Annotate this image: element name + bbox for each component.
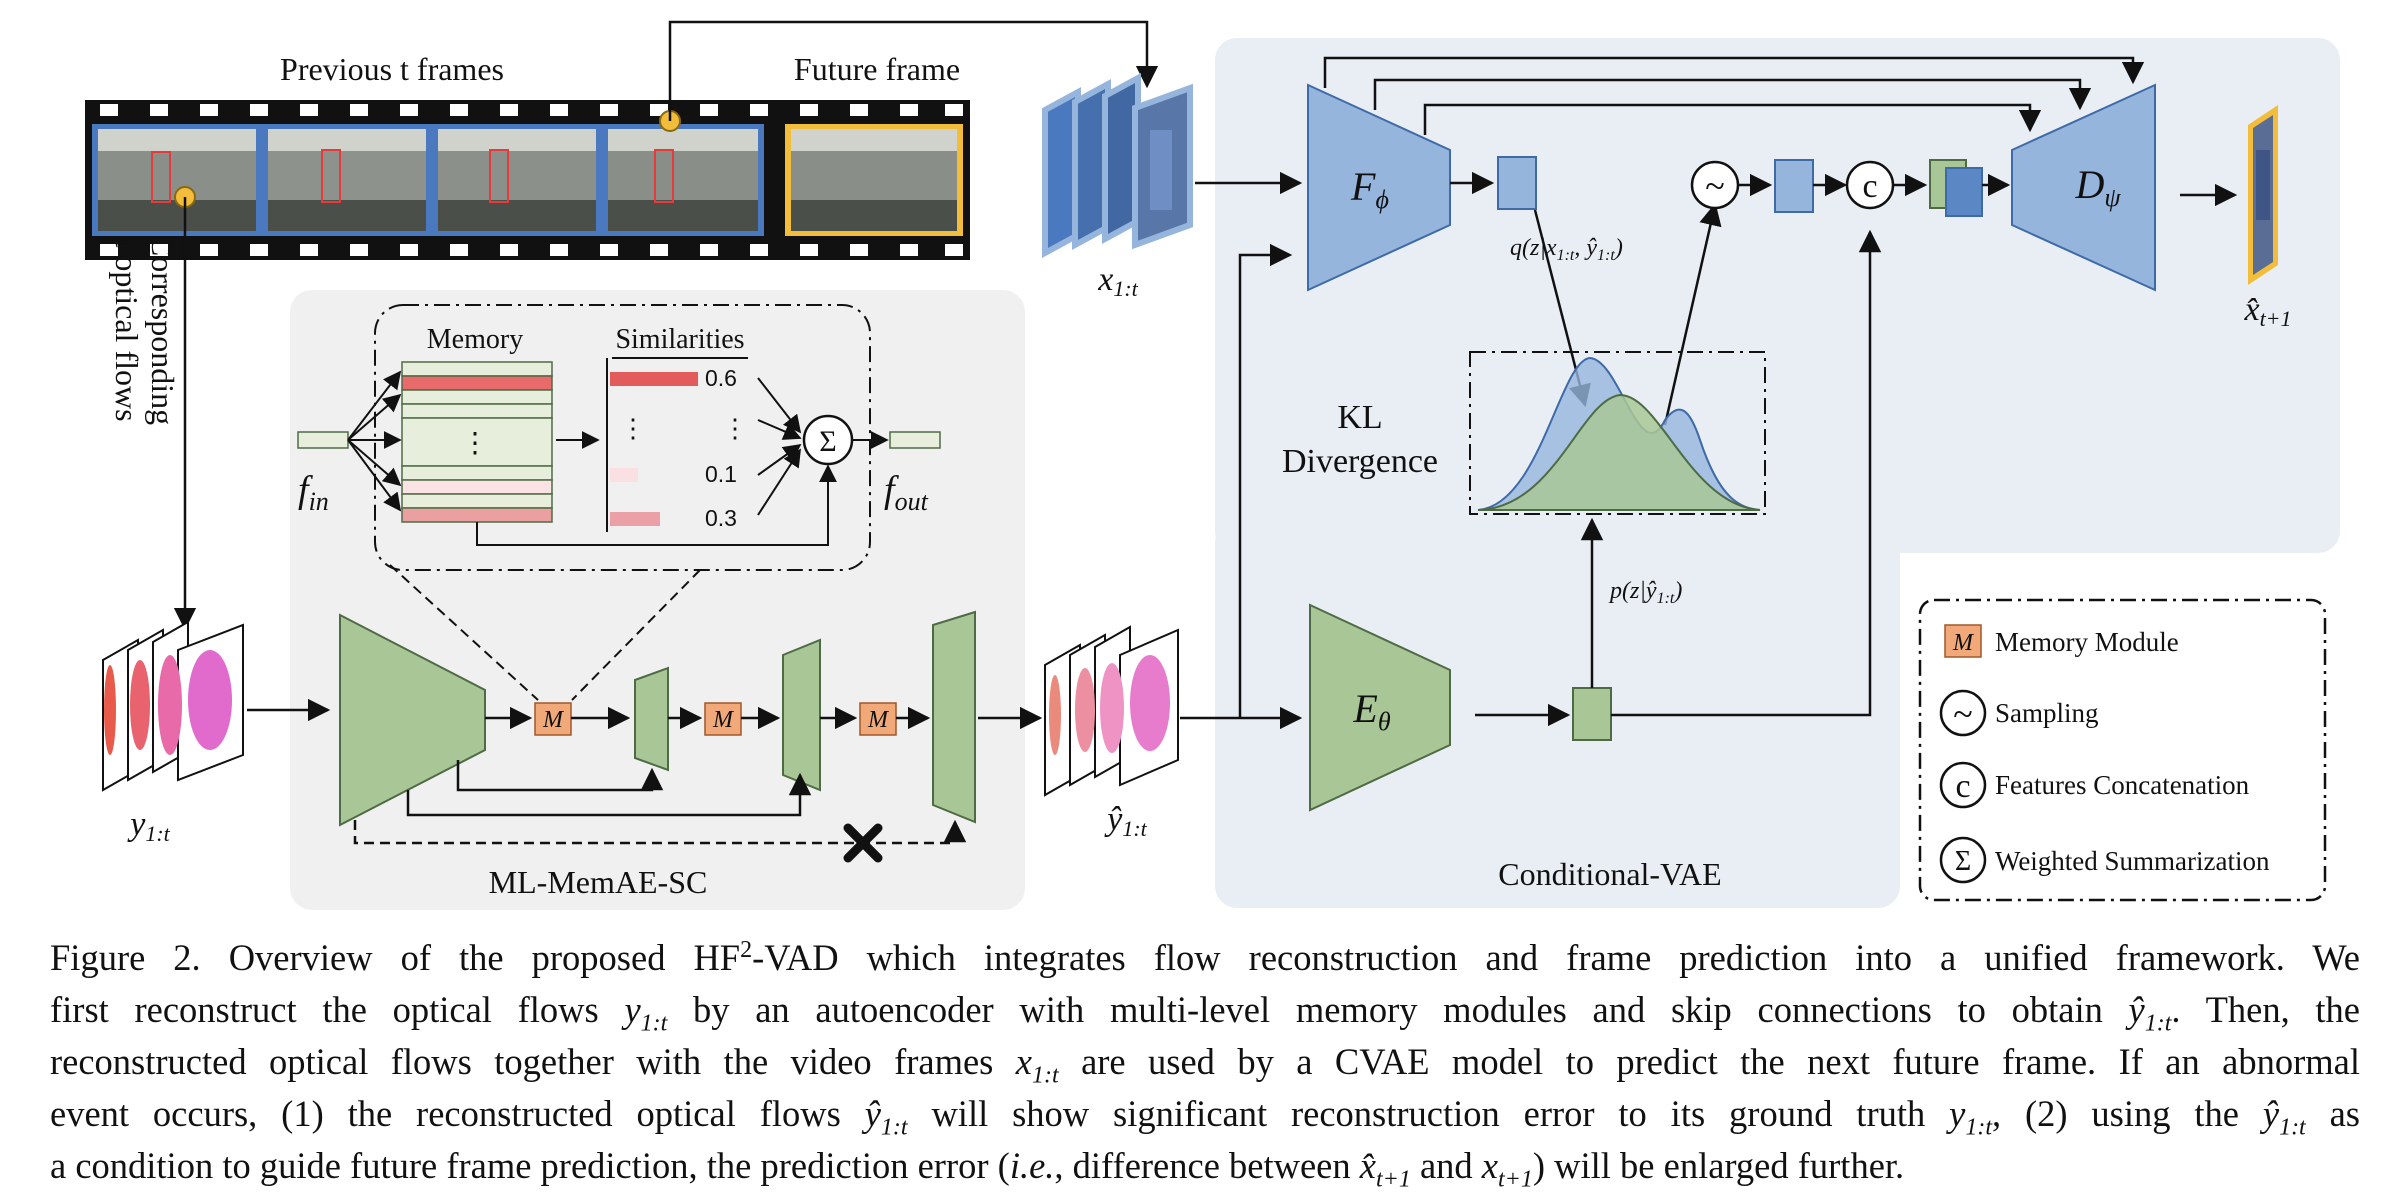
concat-symbol: c [1862, 168, 1877, 205]
legend-memory-label: Memory Module [1995, 627, 2179, 657]
frames-stack [1042, 72, 1193, 259]
output-label: x̂ [2243, 291, 2259, 328]
previous-frames [92, 124, 764, 236]
legend-sampling-swatch [1939, 689, 1987, 737]
memory-title: Memory [427, 324, 523, 355]
similarity-value: 0.3 [705, 505, 737, 531]
concat-feature-blue [1945, 167, 1983, 217]
encoder-e-block [1309, 603, 1451, 812]
latent-q-block [1497, 156, 1537, 210]
legend-concat-label: Features Concatenation [1995, 770, 2250, 800]
encoder-f-sub: ϕ [1375, 185, 1388, 214]
film-strip [85, 100, 970, 260]
svg-text:Dψ: Dψ [2074, 162, 2121, 212]
svg-text:x1:t: x1:t [1097, 261, 1138, 301]
y-sub: 1:t [145, 821, 170, 846]
side-label-line1: Corresponding [145, 235, 181, 425]
similarity-value: ⋮ [722, 414, 748, 443]
memory-detail-box [374, 304, 871, 571]
encoder-f-block [1307, 83, 1451, 292]
decoder-d-label: D [2074, 162, 2104, 207]
side-label-line2: t optical flows [109, 238, 145, 421]
similarity-dots: ⋮ [620, 414, 646, 443]
similarity-bars [610, 372, 698, 526]
memae-panel-title: ML-MemAE-SC [489, 864, 708, 900]
decoder-d-block [2011, 83, 2156, 292]
similarity-value: 0.1 [705, 461, 737, 487]
decoder-d-sub: ψ [2104, 183, 2121, 212]
figure-caption: Figure 2. Overview of the proposed HF2-V… [50, 936, 2361, 1193]
legend-concat-swatch [1939, 761, 1987, 809]
legend-sum-symbol: Σ [1955, 846, 1971, 877]
yhat-sub: 1:t [1122, 816, 1147, 841]
kl-box [1469, 351, 1766, 515]
flow-decoder-block [782, 638, 821, 792]
legend-memory-symbol: M [1952, 630, 1975, 656]
yhat-label: ŷ [1104, 801, 1123, 838]
previous-frames-label: Previous t frames [280, 51, 504, 87]
legend-concat-symbol: c [1955, 768, 1970, 805]
weighted-sum-node [802, 414, 854, 466]
f-in-feature [297, 431, 349, 449]
similarity-value: 0.6 [705, 365, 737, 391]
cvae-panel-title: Conditional-VAE [1498, 856, 1721, 892]
x-sub: 1:t [1113, 276, 1138, 301]
encoder-e-label: E [1352, 686, 1377, 731]
flow-encoder-block [339, 613, 486, 827]
sampling-symbol: ~ [1705, 166, 1724, 206]
svg-text:y1:t: y1:t [127, 806, 170, 846]
legend-sum-swatch [1939, 836, 1987, 884]
x-label: x [1097, 261, 1113, 298]
latent-p-block [1572, 687, 1612, 741]
legend-memory-swatch [1944, 624, 1982, 658]
similarities-title: Similarities [615, 324, 744, 355]
p-distribution-curve [1477, 393, 1761, 511]
removed-skip-cross-icon [843, 823, 883, 863]
sum-symbol: Σ [819, 425, 836, 458]
f-out-feature [889, 431, 941, 449]
svg-text:Fϕ: Fϕ [1350, 164, 1389, 214]
svg-text:Eθ: Eθ [1352, 686, 1390, 736]
y-label: y [127, 806, 146, 843]
sampled-latent-block [1774, 159, 1814, 213]
flow-decoder-block [932, 610, 976, 824]
kl-label: KL [1337, 399, 1382, 436]
memory-module [704, 702, 742, 736]
optical-flow-stack [102, 620, 244, 792]
f-out-sub: out [895, 487, 929, 516]
figure-diagram: Previous t frames Future frame Correspon… [85, 20, 2340, 910]
svg-text:x̂t+1: x̂t+1 [2243, 291, 2291, 331]
reconstructed-flow-stack [1044, 625, 1179, 797]
memory-module [859, 702, 897, 736]
f-in-sub: in [309, 487, 329, 516]
legend-sum-label: Weighted Summarization [1995, 846, 2270, 876]
legend-sampling-label: Sampling [1995, 698, 2099, 728]
memory-module-symbol: M [542, 707, 565, 733]
legend-sampling-symbol: ~ [1953, 694, 1972, 734]
svg-text:ŷ1:t: ŷ1:t [1104, 801, 1147, 841]
output-sub: t+1 [2260, 306, 2292, 331]
flow-encoder-block [634, 666, 669, 772]
legend-box [1918, 598, 2327, 902]
memory-bank [401, 361, 553, 523]
future-frame-label: Future frame [794, 51, 960, 87]
memory-module-symbol: M [712, 707, 735, 733]
kl-label-2: Divergence [1282, 443, 1438, 480]
memory-module-symbol: M [867, 707, 890, 733]
encoder-e-sub: θ [1378, 707, 1391, 736]
memory-dots: ⋮ [461, 428, 489, 459]
encoder-f-label: F [1350, 164, 1376, 209]
